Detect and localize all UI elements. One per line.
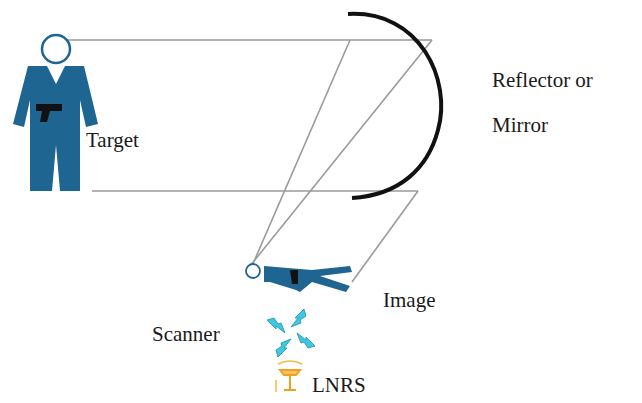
lnrs-icon (276, 361, 302, 392)
light-rays (58, 40, 432, 282)
scanner-label: Scanner (152, 321, 220, 347)
lnrs-label: LNRS (312, 372, 366, 398)
image-figure (246, 264, 352, 292)
reflector-arc (348, 14, 441, 198)
target-label: Target (86, 127, 139, 153)
target-figure (13, 35, 98, 191)
scanner-icon (267, 309, 315, 357)
reflector-label: Reflector or Mirror (492, 58, 627, 148)
image-label: Image (383, 287, 435, 313)
